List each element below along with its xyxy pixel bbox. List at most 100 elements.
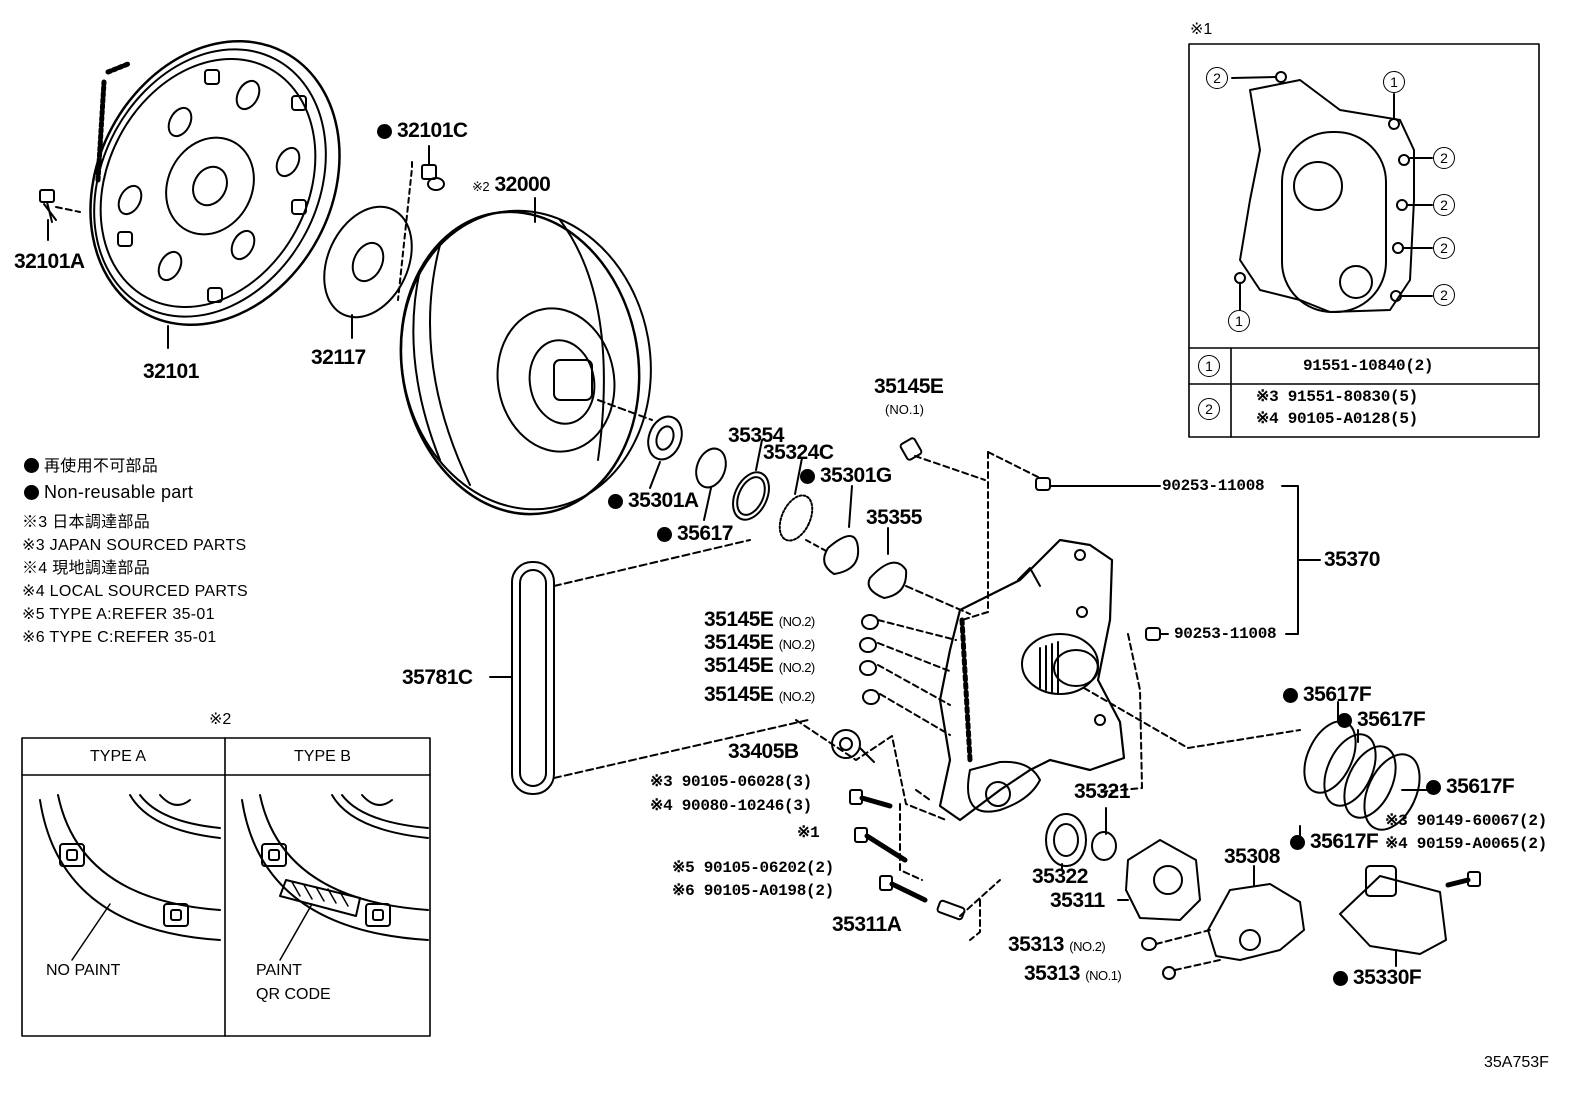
part-label-35145E-d: 35145E (NO.2) bbox=[704, 684, 815, 705]
part-label-35324C: 35324C bbox=[763, 441, 834, 464]
part-number-32000: 32000 bbox=[494, 173, 551, 196]
part-label-35145E-b: 35145E (NO.2) bbox=[704, 632, 815, 653]
inset-2-frame bbox=[21, 737, 431, 1037]
inset-1-callout-2-d: 2 bbox=[1433, 237, 1455, 259]
part-label-35311: 35311 bbox=[1050, 889, 1105, 912]
part-number: 35145E bbox=[704, 631, 774, 654]
part-number: 35145E bbox=[704, 608, 774, 631]
part-label-35617F-1: 35617F bbox=[1283, 684, 1372, 705]
part-label-35781C: 35781C bbox=[402, 666, 473, 689]
inset-2-type-b: TYPE B bbox=[294, 748, 351, 765]
inset-1-row2-part-b: ※4 90105-A0128(5) bbox=[1256, 410, 1418, 428]
seal-rings-drawing bbox=[647, 415, 971, 615]
part-label-90080-10246: ※4 90080-10246(3) bbox=[650, 797, 812, 815]
inset-2-qr-code: QR CODE bbox=[256, 986, 331, 1003]
inset-1-callout-2-b: 2 bbox=[1433, 147, 1455, 169]
part-label-90253-11008-bottom: 90253-11008 bbox=[1174, 625, 1277, 643]
nut-leaders-drawing bbox=[795, 451, 1301, 941]
inset-1-callout-2-c: 2 bbox=[1433, 194, 1455, 216]
part-label-35301A: 35301A bbox=[608, 490, 699, 511]
part-label-35308: 35308 bbox=[1224, 845, 1280, 868]
inset-1-callout-2-a: 2 bbox=[1206, 67, 1228, 89]
legend-note4-en: ※4 LOCAL SOURCED PARTS bbox=[22, 583, 248, 600]
part-number: 35313 bbox=[1024, 962, 1080, 985]
part-label-33405B: 33405B bbox=[728, 740, 799, 763]
part-number: 35145E bbox=[704, 654, 774, 677]
inset-2-paint: PAINT bbox=[256, 962, 302, 979]
part-label-35301G: 35301G bbox=[800, 465, 892, 486]
inset-1-frame bbox=[1188, 43, 1540, 438]
inset-1-title: ※1 bbox=[1190, 21, 1213, 38]
part-sub: (NO.2) bbox=[778, 689, 816, 704]
part-label-32117: 32117 bbox=[311, 346, 366, 369]
part-label-90159-A0065: ※4 90159-A0065(2) bbox=[1385, 835, 1547, 853]
strainer-35330F-drawing bbox=[1339, 865, 1481, 967]
part-label-35311A: 35311A bbox=[832, 913, 902, 936]
nuts-35145E-drawing bbox=[859, 437, 923, 705]
legend-note3-jp: ※3 日本調達部品 bbox=[22, 514, 151, 531]
part-label-90149-60067: ※3 90149-60067(2) bbox=[1385, 812, 1547, 830]
part-note-32000: ※2 bbox=[472, 179, 490, 194]
inset-2-type-a: TYPE A bbox=[90, 748, 147, 765]
inset-2-no-paint: NO PAINT bbox=[46, 962, 121, 979]
part-label-35145E-no1: 35145E bbox=[874, 375, 944, 398]
legend-non-reusable-jp: 再使用不可部品 bbox=[24, 458, 158, 475]
part-label-35145E-a: 35145E (NO.2) bbox=[704, 609, 815, 630]
part-label-90105-06202: ※5 90105-06202(2) bbox=[672, 859, 834, 877]
rings-35617F-drawing bbox=[1299, 701, 1433, 841]
inset-1-callout-1-b: 1 bbox=[1228, 310, 1250, 332]
part-label-90105-06028: ※3 90105-06028(3) bbox=[650, 773, 812, 791]
part-label-32101C: 32101C bbox=[377, 120, 468, 141]
legend-note3-en: ※3 JAPAN SOURCED PARTS bbox=[22, 537, 247, 554]
part-label-35313-no2: 35313 (NO.2) bbox=[1008, 933, 1106, 956]
part-sub: (NO.1) bbox=[1085, 968, 1122, 983]
part-label-90105-A0198: ※6 90105-A0198(2) bbox=[672, 882, 834, 900]
part-number: 35313 bbox=[1008, 933, 1064, 956]
part-sub-35145E-no1: (NO.1) bbox=[885, 402, 924, 417]
legend-non-reusable-en: Non-reusable part bbox=[24, 483, 193, 501]
pins-35370-drawing bbox=[1035, 477, 1321, 641]
part-number: 35145E bbox=[704, 683, 774, 706]
inset-2-title: ※2 bbox=[209, 711, 232, 728]
part-label-35355: 35355 bbox=[866, 506, 922, 529]
part-label-32000: ※2 32000 bbox=[472, 173, 551, 196]
inset-1-row2-key: 2 bbox=[1198, 398, 1220, 420]
bolt-32101A-drawing bbox=[39, 189, 81, 241]
part-sub: (NO.2) bbox=[778, 637, 816, 652]
part-label-90253-11008-top: 90253-11008 bbox=[1162, 477, 1265, 495]
legend-note4-jp: ※4 現地調達部品 bbox=[22, 560, 151, 577]
part-label-35322: 35322 bbox=[1032, 865, 1088, 888]
inset-1-row1-part: 91551-10840(2) bbox=[1303, 357, 1434, 375]
part-label-note1-bolt: ※1 bbox=[797, 824, 820, 842]
inset-1-callout-1-a: 1 bbox=[1383, 71, 1405, 93]
torque-converter-32000-drawing bbox=[399, 197, 653, 516]
bolt-32101C-drawing bbox=[397, 145, 445, 301]
part-label-35321: 35321 bbox=[1074, 780, 1130, 803]
inset-1-callout-2-e: 2 bbox=[1433, 284, 1455, 306]
part-label-35617F-3: 35617F bbox=[1426, 776, 1515, 797]
legend-note5: ※5 TYPE A:REFER 35-01 bbox=[22, 606, 215, 623]
inset-1-row1-key: 1 bbox=[1198, 355, 1220, 377]
part-label-32101: 32101 bbox=[143, 360, 199, 383]
inset-1-row2-part-a: ※3 91551-80830(5) bbox=[1256, 388, 1418, 406]
part-sub: (NO.2) bbox=[778, 660, 816, 675]
part-sub: (NO.2) bbox=[778, 614, 816, 629]
spacer-32117-drawing bbox=[323, 205, 413, 339]
part-label-35617: 35617 bbox=[657, 523, 733, 544]
bolts-bottom-left-drawing bbox=[831, 729, 966, 921]
part-label-35617F-2: 35617F bbox=[1337, 709, 1426, 730]
part-sub: (NO.2) bbox=[1069, 939, 1106, 954]
part-label-35313-no1: 35313 (NO.1) bbox=[1024, 962, 1122, 985]
part-label-35370: 35370 bbox=[1324, 548, 1380, 571]
drive-plate-drawing bbox=[89, 39, 341, 327]
part-label-35330F: 35330F bbox=[1333, 967, 1422, 988]
part-label-35617F-4: 35617F bbox=[1290, 831, 1379, 852]
part-label-32101A: 32101A bbox=[14, 250, 85, 273]
diagram-id: 35A753F bbox=[1484, 1054, 1549, 1071]
pump-body-drawing bbox=[938, 538, 1126, 822]
pump-gears-drawing bbox=[1045, 807, 1305, 980]
chain-35781C-drawing bbox=[489, 539, 809, 795]
part-label-35354: 35354 bbox=[728, 424, 784, 447]
legend-note6: ※6 TYPE C:REFER 35-01 bbox=[22, 629, 217, 646]
